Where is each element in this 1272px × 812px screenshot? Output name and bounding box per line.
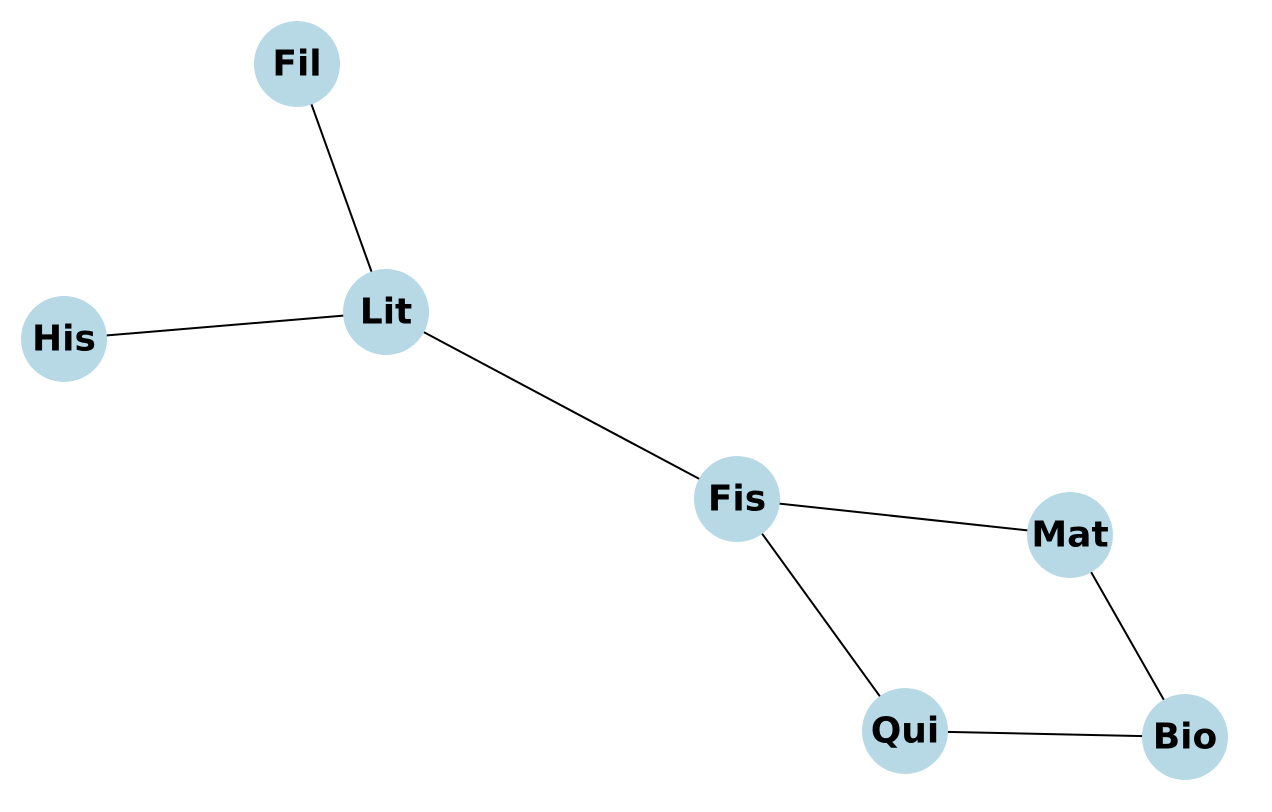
edge-fis-mat <box>736 498 1071 536</box>
node-his[interactable]: His <box>21 296 107 382</box>
node-qui-label: Qui <box>871 711 940 752</box>
node-lit-label: Lit <box>360 292 413 333</box>
node-lit-circle <box>343 269 429 355</box>
edge-his-lit <box>63 311 387 340</box>
node-fil-circle <box>254 21 340 107</box>
node-qui[interactable]: Qui <box>862 688 948 774</box>
node-layer: Fil Lit His Fis Mat Qui Bio <box>21 21 1228 780</box>
node-bio-label: Bio <box>1153 717 1218 758</box>
node-lit[interactable]: Lit <box>343 269 429 355</box>
node-his-circle <box>21 296 107 382</box>
node-bio[interactable]: Bio <box>1142 694 1228 780</box>
node-mat-circle <box>1027 492 1113 578</box>
node-qui-circle <box>862 688 948 774</box>
node-bio-circle <box>1142 694 1228 780</box>
node-fis[interactable]: Fis <box>694 456 780 542</box>
node-mat[interactable]: Mat <box>1027 492 1113 578</box>
node-mat-label: Mat <box>1031 515 1108 556</box>
edge-fis-qui <box>736 498 906 732</box>
edge-lit-fis <box>385 311 738 500</box>
edge-layer <box>63 63 1186 738</box>
node-fis-label: Fis <box>708 479 766 520</box>
edge-fil-lit <box>296 63 387 313</box>
edge-qui-bio <box>904 730 1186 738</box>
node-fil-label: Fil <box>272 44 321 85</box>
node-fil[interactable]: Fil <box>254 21 340 107</box>
node-fis-circle <box>694 456 780 542</box>
node-his-label: His <box>32 319 96 360</box>
